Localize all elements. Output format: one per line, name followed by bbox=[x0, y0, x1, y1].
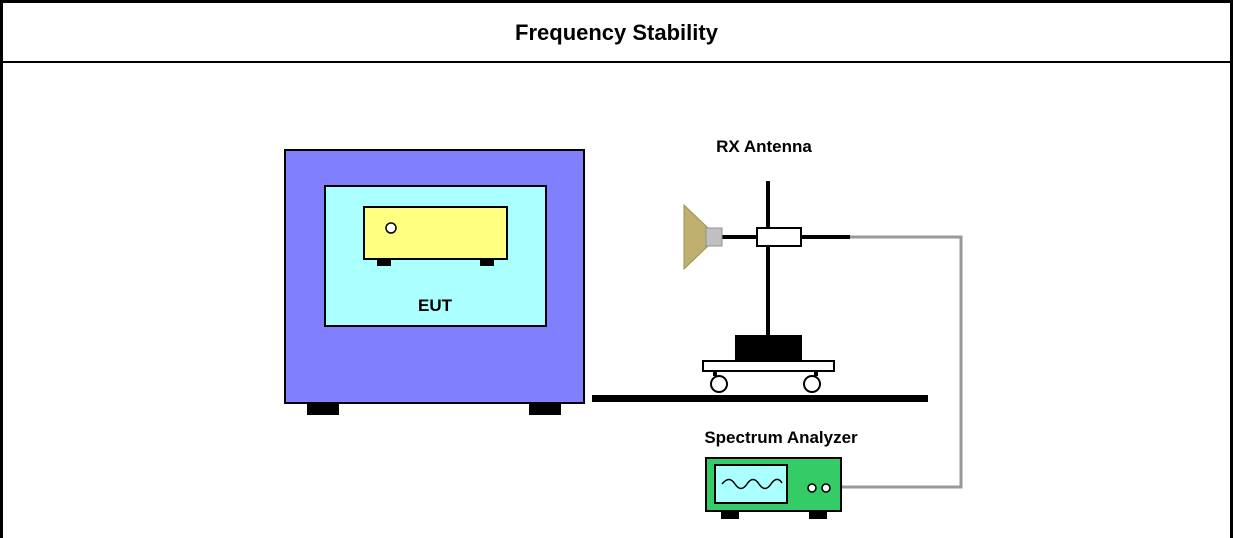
cart-bracket-right bbox=[814, 371, 818, 376]
eut-device bbox=[363, 206, 508, 266]
analyzer-knob-right bbox=[821, 483, 831, 493]
analyzer-foot-left bbox=[721, 511, 739, 519]
eut-foot-right bbox=[480, 259, 494, 266]
horn-flange bbox=[705, 227, 723, 247]
rx-antenna-label: RX Antenna bbox=[716, 137, 812, 156]
chamber-foot-right bbox=[529, 403, 561, 415]
eut-label: EUT bbox=[418, 296, 453, 315]
antenna-clamp bbox=[756, 227, 802, 247]
cart-wheel-right bbox=[803, 375, 821, 393]
eut-foot-left bbox=[377, 259, 391, 266]
cart-platform bbox=[702, 360, 835, 372]
rx-antenna-assembly bbox=[683, 181, 850, 393]
spectrum-analyzer-device bbox=[705, 457, 842, 519]
mast-base bbox=[735, 335, 802, 361]
cart-bracket-left bbox=[713, 371, 717, 376]
spectrum-analyzer-label: Spectrum Analyzer bbox=[704, 428, 858, 447]
eut-indicator-light bbox=[385, 222, 397, 234]
analyzer-foot-right bbox=[809, 511, 827, 519]
title-row: Frequency Stability bbox=[3, 3, 1230, 63]
antenna-mast bbox=[766, 181, 770, 335]
chamber-foot-left bbox=[307, 403, 339, 415]
rf-cable bbox=[837, 235, 963, 489]
horn-antenna-icon bbox=[683, 203, 709, 271]
waveform-trace-icon bbox=[721, 478, 783, 490]
environmental-chamber bbox=[284, 149, 585, 415]
analyzer-screen bbox=[714, 464, 788, 504]
cart-wheel-left bbox=[710, 375, 728, 393]
ground-plane bbox=[592, 395, 928, 402]
eut-box bbox=[363, 206, 508, 260]
figure-title: Frequency Stability bbox=[515, 20, 718, 45]
analyzer-knob-left bbox=[807, 483, 817, 493]
